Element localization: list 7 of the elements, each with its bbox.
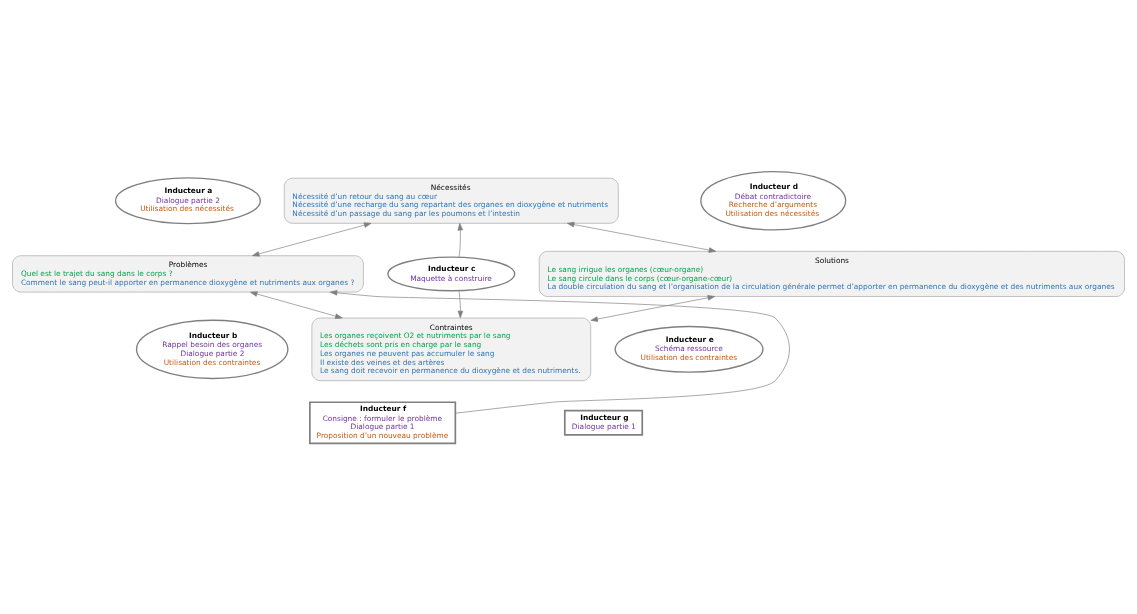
arrow [566, 221, 717, 253]
arrow [329, 289, 790, 414]
arrow [252, 221, 372, 256]
arrow [590, 294, 716, 322]
arrow [457, 289, 464, 318]
arrow [250, 290, 343, 319]
arrow [457, 222, 463, 258]
